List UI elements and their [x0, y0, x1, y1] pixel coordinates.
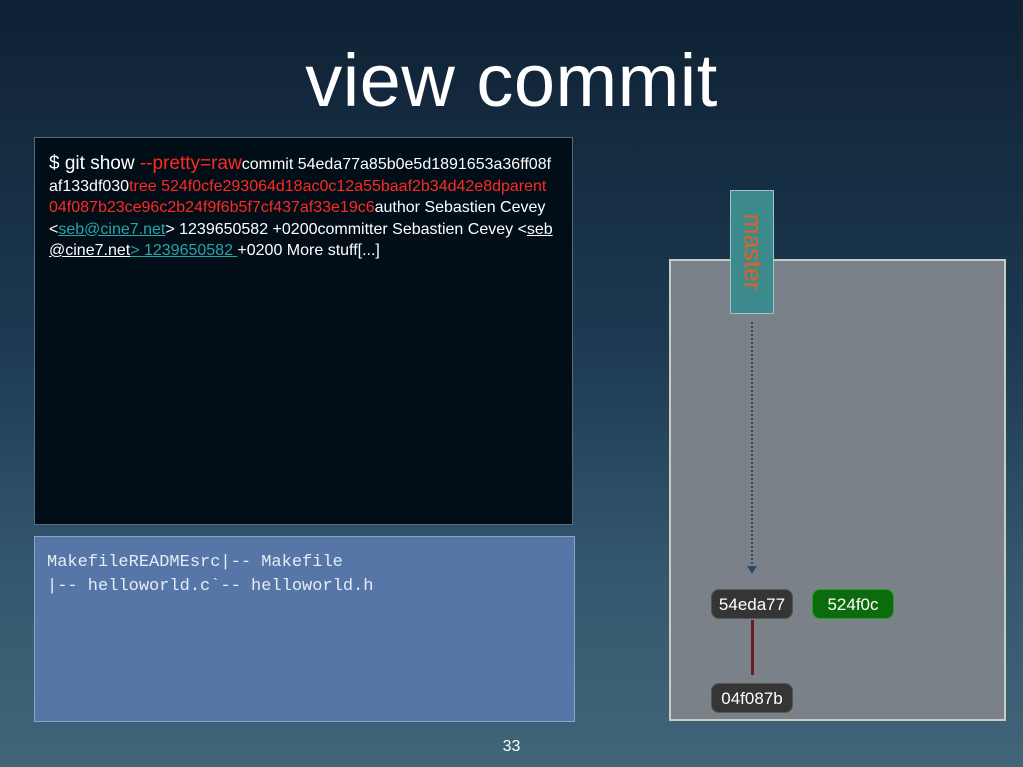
page-number: 33 — [502, 738, 521, 755]
commit-hash: 54eda77a85b0e5d1891653a36ff08faf133df030 — [49, 156, 552, 195]
tree-label: tree — [129, 177, 157, 195]
branch-master[interactable]: master — [730, 190, 774, 314]
command-option: --pretty=raw — [139, 153, 242, 174]
committer-timestamp: > 1239650582 — [130, 242, 238, 259]
command-prompt: $ git show — [49, 153, 140, 174]
commit-node-parent[interactable]: 04f087b — [711, 683, 793, 713]
tree-node[interactable]: 524f0c — [812, 589, 894, 619]
author-line: author Sebastien Cevey < — [49, 199, 546, 238]
slide-title: view commit — [305, 39, 718, 122]
author-email-link[interactable]: seb@cine7.net — [58, 220, 166, 238]
branch-label: master — [738, 213, 767, 291]
committer-line: > 1239650582 +0200committer Sebastien Ce… — [165, 220, 527, 238]
commit-node-head[interactable]: 54eda77 — [711, 589, 793, 619]
parent-label: parent — [501, 177, 547, 195]
git-show-output: $ git show --pretty=rawcommit 54eda77a85… — [34, 137, 573, 525]
branch-pointer-arrowhead — [747, 566, 757, 574]
tree-hash: 524f0cfe293064d18ac0c12a55baaf2b34d42e8d — [161, 177, 501, 195]
branch-pointer-line — [751, 322, 753, 568]
parent-hash: 04f087b23ce96c2b24f9f6b5f7cf437af33e19c6 — [49, 199, 375, 216]
parent-edge — [751, 620, 754, 675]
committer-email-link[interactable]: seb@cine7.net — [49, 220, 553, 260]
commit-label: commit — [241, 156, 294, 173]
commit-graph-panel — [669, 259, 1006, 721]
file-tree-listing: MakefileREADMEsrc|-- Makefile |-- hellow… — [34, 536, 575, 722]
commit-message: +0200 More stuff[...] — [237, 242, 380, 259]
